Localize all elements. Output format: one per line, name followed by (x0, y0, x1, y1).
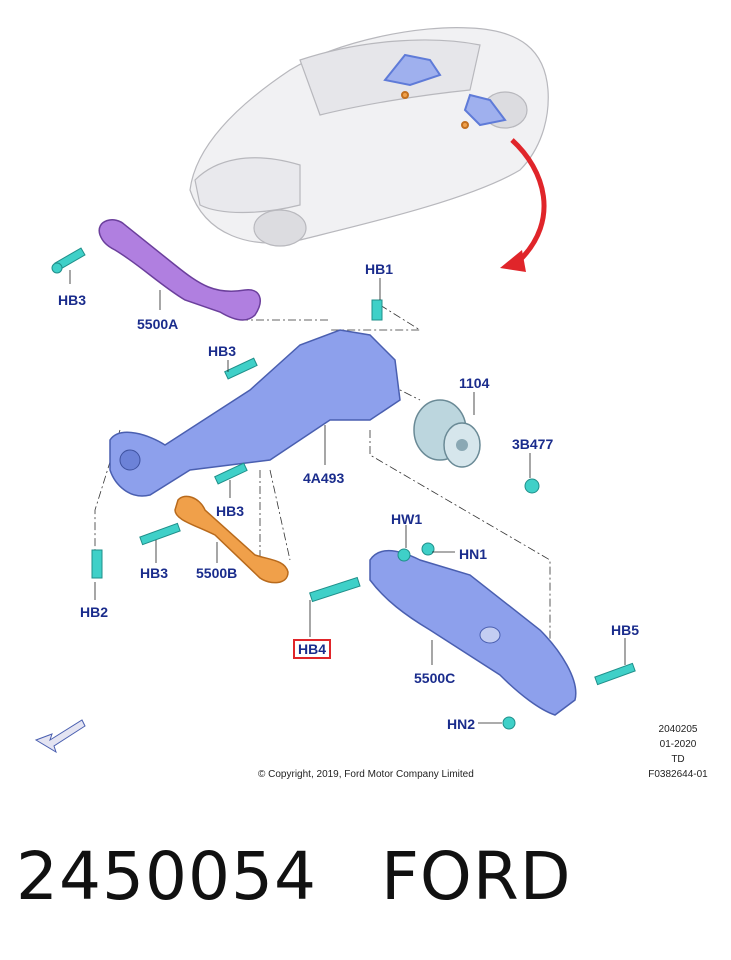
diagram-code: 2040205 (658, 724, 698, 735)
callout-5500c: 5500C (414, 670, 456, 686)
red-arrow-head (500, 250, 526, 272)
figure-id: F0382644-01 (648, 769, 708, 780)
callout-hb3-mid: HB3 (208, 343, 237, 359)
vehicle-suspension-preview (383, 53, 507, 129)
arm-5500C (369, 549, 577, 716)
assembly-guide-lines (94, 304, 551, 690)
callout-5500b: 5500B (196, 565, 238, 581)
arm-5500B (174, 495, 289, 584)
callout-hn2: HN2 (447, 716, 476, 732)
callout-1104: 1104 (459, 375, 490, 391)
leader-lines (69, 270, 626, 724)
diagram-date: 01-2020 (659, 739, 697, 750)
diagram-td: TD (671, 754, 685, 765)
arm-5500A (98, 219, 261, 321)
callout-hn1: HN1 (459, 546, 488, 562)
copyright-notice: © Copyright, 2019, Ford Motor Company Li… (258, 769, 474, 780)
callout-hb4-highlighted: HB4 (293, 639, 332, 659)
red-curved-arrow (510, 138, 547, 262)
suspension-exploded-diagram (34, 27, 636, 754)
subframe-4A493 (109, 329, 401, 497)
fasteners (51, 247, 636, 730)
callout-5500a: 5500A (137, 316, 179, 332)
callout-hb1: HB1 (365, 261, 394, 277)
callout-hb5: HB5 (611, 622, 640, 638)
callout-hw1: HW1 (391, 511, 423, 527)
part-number-line: 2450054 FORD (16, 838, 572, 915)
part-number: 2450054 (16, 838, 317, 915)
callout-hb2: HB2 (80, 604, 109, 620)
callout-hb3-left: HB3 (140, 565, 169, 581)
callout-hb3-top: HB3 (58, 292, 87, 308)
brand-name: FORD (380, 838, 572, 915)
wheel-hub-1104 (413, 399, 481, 468)
vehicle-outline (189, 27, 549, 247)
orientation-arrow (34, 719, 86, 754)
callout-4a493: 4A493 (303, 470, 345, 486)
callout-3b477: 3B477 (512, 436, 554, 452)
callout-hb3-low: HB3 (216, 503, 245, 519)
